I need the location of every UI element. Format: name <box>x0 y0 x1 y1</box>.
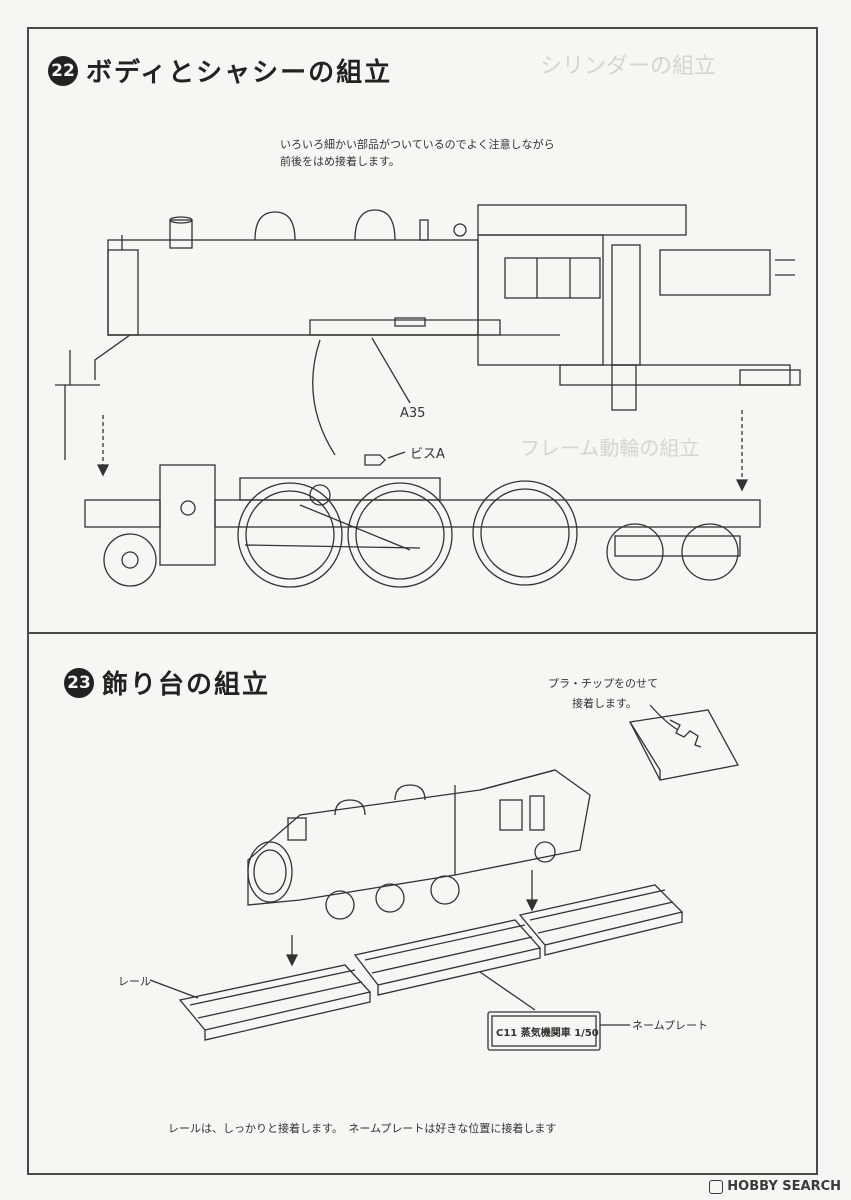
page-frame <box>27 27 818 1175</box>
hobby-search-logo-icon <box>709 1179 724 1194</box>
note-line: いろいろ細かい部品がついているのでよく注意しながら <box>280 138 555 151</box>
step-number-badge: 23 <box>64 667 94 698</box>
step-22-note: いろいろ細かい部品がついているのでよく注意しながら 前後をはめ接着します。 <box>280 136 555 170</box>
watermark-text: HOBBY SEARCH <box>727 1179 841 1194</box>
step-number-badge: 22 <box>48 55 78 86</box>
locomotive-side-view-illustration <box>55 204 801 588</box>
nameplate-label: ネームプレート <box>632 1019 709 1032</box>
note-line: 接着します。 <box>572 697 637 710</box>
note-line: プラ・チップをのせて <box>548 677 658 690</box>
section-divider <box>27 632 818 634</box>
note-line: 前後をはめ接着します。 <box>280 155 400 168</box>
part-label-screw-a: ビスA <box>410 447 445 462</box>
plastic-chip-note: プラ・チップをのせて 接着します。 <box>548 674 658 714</box>
show-through-text: シリンダーの組立 <box>540 54 717 79</box>
rail-label: レール <box>118 975 151 988</box>
step-title: ボディとシャシーの組立 <box>86 58 393 88</box>
step-title: 飾り台の組立 <box>102 670 271 700</box>
step-23-heading: 23 飾り台の組立 <box>64 664 270 701</box>
show-through-text: フレーム動輪の組立 <box>520 436 700 460</box>
nameplate-text: C11 蒸気機関車 1/50 <box>496 1028 599 1039</box>
step-22-heading: 22 ボディとシャシーの組立 <box>48 52 392 89</box>
part-label-a35: A35 <box>400 406 426 421</box>
step-23-footer-note: レールは、しっかりと接着します。 ネームプレートは好きな位置に接着します <box>168 1122 557 1135</box>
watermark: HOBBY SEARCH <box>709 1179 841 1194</box>
